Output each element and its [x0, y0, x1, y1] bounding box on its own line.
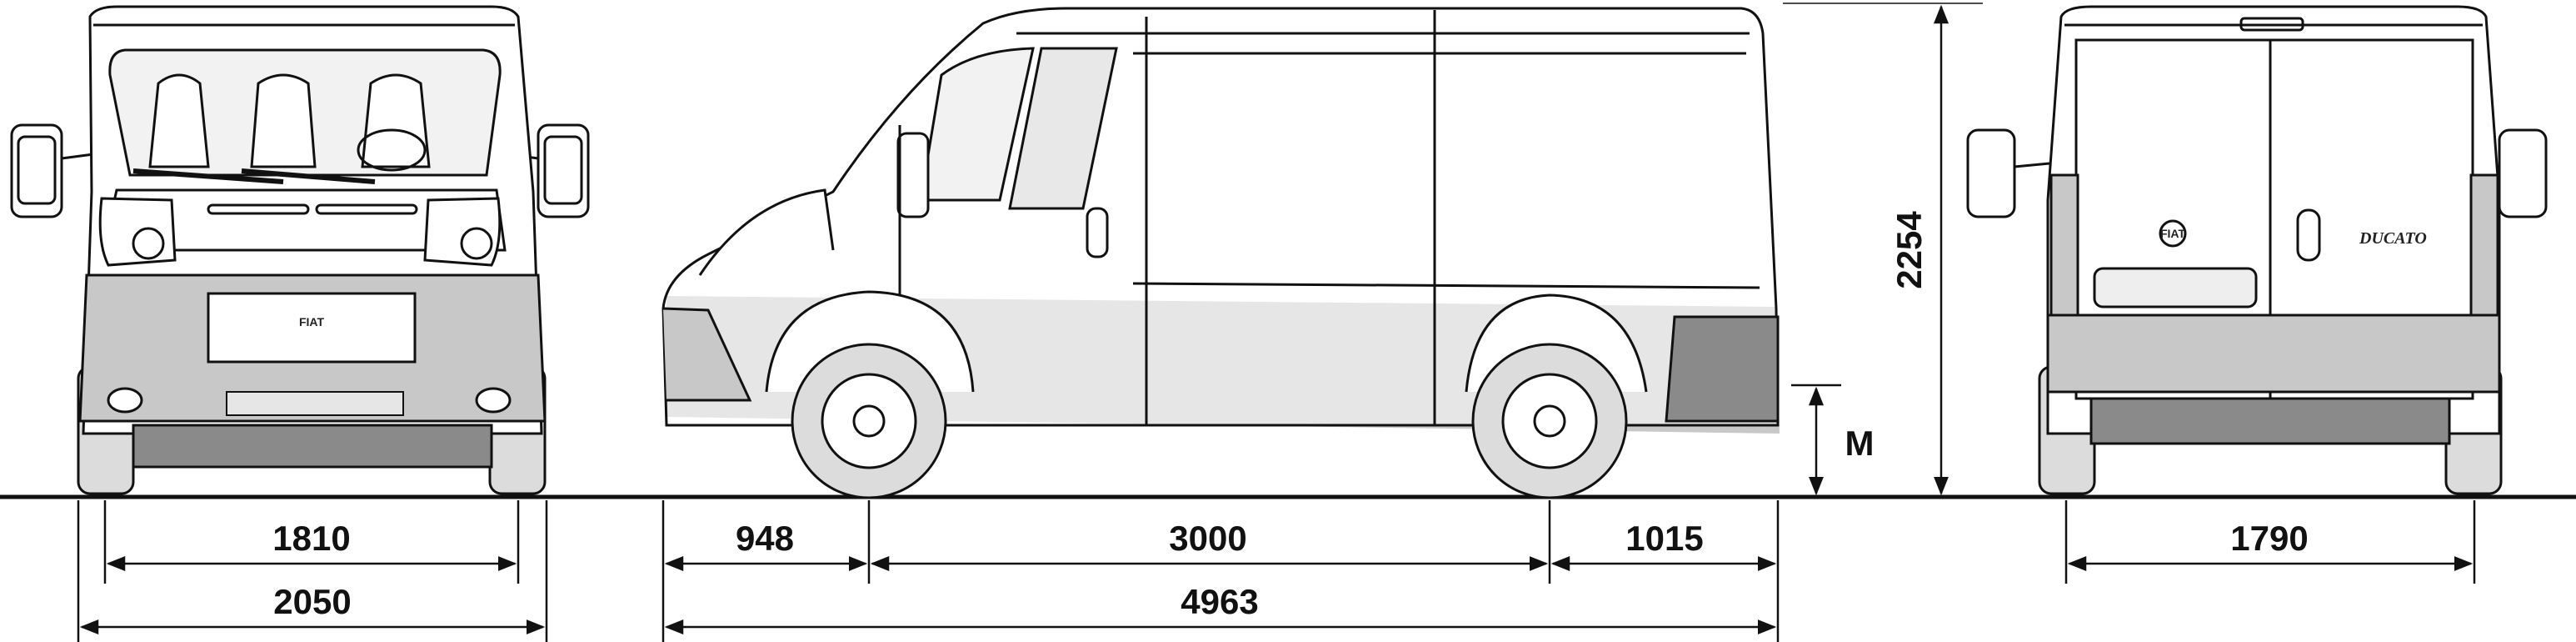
model-script-badge: DUCATO	[2359, 229, 2427, 248]
front-view	[10, 5, 590, 495]
front-left-mirror	[10, 123, 63, 218]
side-mirror	[896, 132, 930, 218]
rear-logo-text: FIAT	[2160, 227, 2186, 240]
rear-left-mirror	[1966, 128, 2016, 218]
side-view	[661, 7, 1780, 499]
rear-right-mirror	[2498, 128, 2548, 218]
dim-overall-height-label: 2254	[1890, 211, 1929, 289]
rear-view	[1966, 5, 2548, 495]
dimension-lines	[77, 3, 2476, 642]
rear-bumper	[2046, 313, 2501, 394]
dim-rear-track-label: 1790	[2230, 519, 2308, 558]
dim-wheelbase-label: 3000	[1169, 519, 1246, 558]
dim-rear-overhang-label: 1015	[1625, 519, 1703, 558]
front-right-mirror	[537, 123, 590, 218]
front-right-headlight	[423, 197, 502, 267]
dim-ground-clearance-label: M	[1845, 424, 1875, 463]
dim-front-overhang-label: 948	[736, 519, 794, 558]
dim-front-track-label: 1810	[272, 519, 350, 558]
dim-front-width-label: 2050	[273, 582, 351, 621]
grille-logo-text: FIAT	[299, 315, 325, 329]
dim-overall-length-label: 4963	[1181, 582, 1258, 621]
side-window-door	[1008, 47, 1118, 210]
rear-logo-icon	[2159, 219, 2187, 248]
side-window-cab	[919, 47, 1035, 202]
